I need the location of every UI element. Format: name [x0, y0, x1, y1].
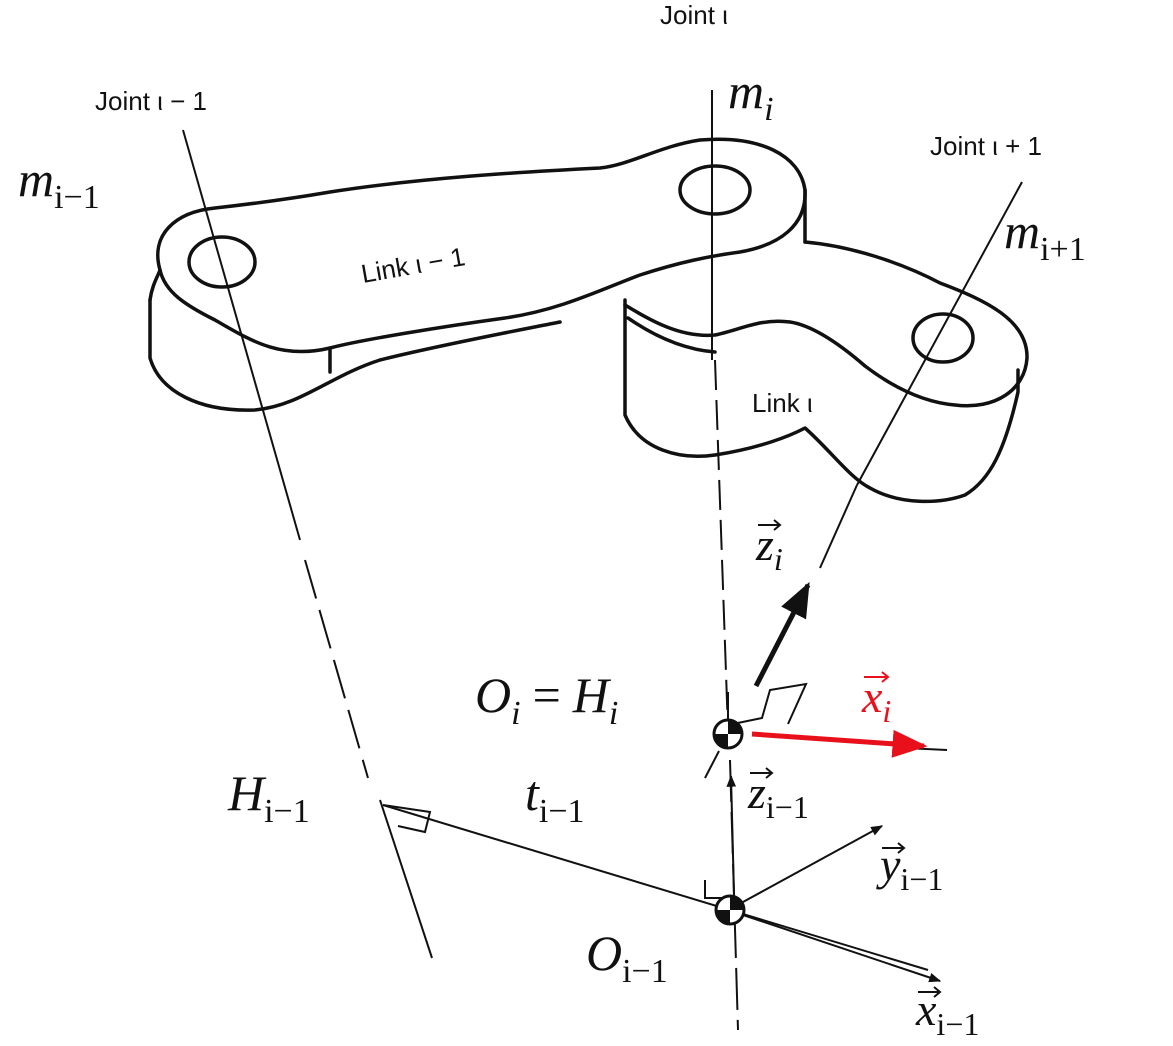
mass-label-next: mi+1 [1004, 203, 1086, 268]
x-prev-arrow [742, 914, 942, 983]
z-i-arrow [753, 581, 811, 688]
z-i-label: zi [755, 519, 783, 577]
origin-marker-prev [714, 894, 746, 926]
link-label-curr: Link ι [752, 388, 813, 418]
joint-hole-next [911, 312, 975, 364]
origin-i-label: Oi=Hi [475, 667, 618, 732]
origin-prev-label: Oi−1 [586, 925, 668, 990]
z-prev-arrow [726, 774, 737, 896]
joint-label-prev: Joint ι − 1 [95, 86, 207, 116]
x-i-label: xi [861, 671, 891, 729]
x-i-arrow [751, 729, 928, 758]
t-prev-label: ti−1 [525, 765, 585, 830]
axis-arrows [726, 581, 942, 983]
joint-hole-curr [678, 164, 752, 216]
h-prev-label: Hi−1 [227, 765, 310, 830]
joint-hole-prev [187, 235, 257, 289]
link-body-curr [623, 240, 1029, 504]
x-prev-label: xi−1 [915, 984, 979, 1042]
joint-label-next: Joint ι + 1 [930, 131, 1042, 161]
mass-label-curr: mi [728, 63, 774, 128]
link-body-prev [148, 137, 807, 412]
joint-label-curr: Joint ι [660, 0, 728, 30]
z-prev-label: zi−1 [747, 767, 809, 825]
y-prev-arrow [742, 825, 884, 903]
link-label-prev: Link ι − 1 [359, 241, 467, 289]
mass-label-prev: mi−1 [18, 151, 100, 216]
origin-marker-i [712, 718, 744, 750]
